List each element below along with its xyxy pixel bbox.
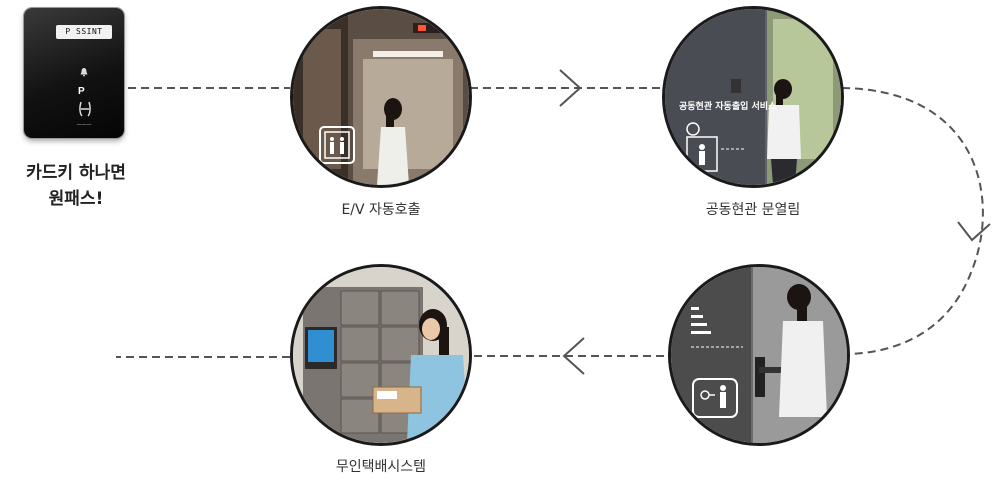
card-brand-mark: ——— [76, 122, 92, 128]
chevron-left-icon [562, 337, 585, 375]
elevator-photo [290, 6, 472, 188]
bell-icon [80, 68, 88, 77]
key-person-icon [692, 378, 738, 418]
card-caption-line2: 원패스! [48, 189, 104, 209]
card-key-device: P SSINT P ——— [24, 8, 124, 138]
card-caption: 카드키 하나면 원패스! [0, 160, 152, 212]
chevron-down-icon [957, 221, 991, 242]
elevator-icon [319, 126, 355, 164]
lobby-door-photo: 공동현관 자동출입 서비스 [662, 6, 844, 188]
step-caption-ev-call: E/V 자동호출 [341, 202, 421, 218]
parcel-locker-photo [290, 264, 472, 446]
card-display: P SSINT [56, 25, 112, 39]
step-caption-parcel: 무인택배시스템 [335, 459, 427, 475]
parcel-locker-icon [305, 327, 337, 369]
card-caption-line1: 카드키 하나면 [26, 163, 126, 183]
step-caption-door-open: 공동현관 문열림 [705, 202, 801, 218]
parking-icon: P [78, 86, 85, 97]
chevron-right-icon [559, 69, 582, 107]
connector-curve-right [841, 87, 984, 355]
brand-logo-icon [79, 101, 91, 117]
door-entry-photo [668, 264, 850, 446]
overlay-text: 공동현관 자동출입 서비스 [679, 100, 777, 112]
